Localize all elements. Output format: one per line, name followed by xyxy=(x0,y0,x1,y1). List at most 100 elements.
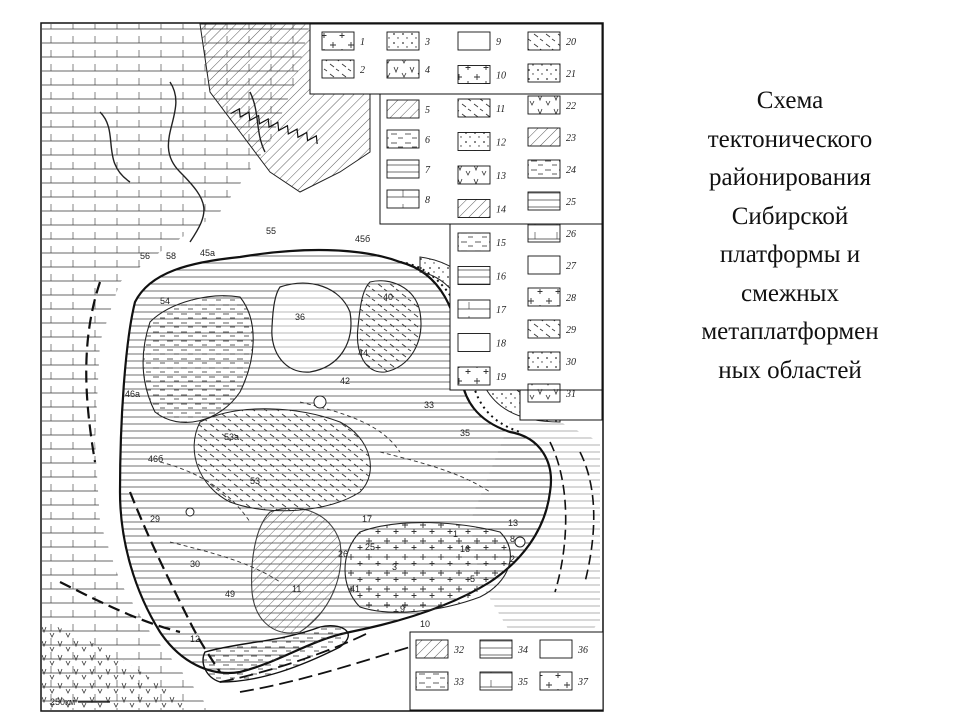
central-depression xyxy=(193,408,371,512)
region-number: 9 xyxy=(400,604,405,614)
legend-number: 4 xyxy=(425,65,430,76)
legend-swatch xyxy=(457,266,491,285)
caption: Схема тектонического районирования Сибир… xyxy=(655,82,925,390)
legend-swatch xyxy=(527,31,561,51)
region-number: 16 xyxy=(460,544,470,554)
vilyuy-syneclise xyxy=(356,280,422,373)
legend-swatch xyxy=(527,127,561,147)
legend-number: 34 xyxy=(517,645,528,656)
legend-number: 5 xyxy=(425,105,430,116)
legend-number: 13 xyxy=(496,171,506,182)
marker-circle xyxy=(514,536,526,548)
legend-number: 29 xyxy=(566,325,576,336)
caption-line: смежных xyxy=(741,279,839,307)
legend-swatch xyxy=(527,319,561,339)
region-number: 5 xyxy=(470,574,475,584)
legend-swatch xyxy=(457,199,491,218)
legend-number: 9 xyxy=(496,37,501,48)
legend-swatch xyxy=(527,191,561,211)
legend-number: 20 xyxy=(566,37,576,48)
contour-lines xyxy=(159,401,491,583)
legend-swatch xyxy=(539,639,573,659)
region-number: 55 xyxy=(266,226,276,236)
region-number: 12 xyxy=(190,634,200,644)
region-labels: 55 56 58 45а 45б 54 36 40 44 42 46а 46б … xyxy=(125,226,518,644)
region-number: 26 xyxy=(338,549,348,559)
legend-number: 27 xyxy=(566,261,577,272)
western-fault-lines xyxy=(59,281,221,673)
legend-number: 32 xyxy=(453,645,464,656)
baikal-fold-zone xyxy=(202,625,349,683)
region-number: 17 xyxy=(362,514,372,524)
region-number: 40 xyxy=(383,292,393,302)
legend-number: 6 xyxy=(425,135,430,146)
legend-swatch xyxy=(457,366,491,386)
legend-swatch xyxy=(479,639,513,659)
scale-bar: 250км xyxy=(50,697,110,707)
tunguska-syneclise xyxy=(142,295,254,423)
legend-number: 10 xyxy=(496,71,506,82)
legend-swatch xyxy=(457,31,491,51)
region-number: 36 xyxy=(295,312,305,322)
southern-uplift xyxy=(251,507,342,634)
legend-number: 18 xyxy=(496,339,506,350)
region-number: 3 xyxy=(392,562,397,572)
legend-number: 17 xyxy=(496,305,507,316)
legend-swatch xyxy=(386,129,420,149)
legend-number: 3 xyxy=(424,37,430,48)
caption-line: тектонического xyxy=(707,125,873,153)
region-number: 25 xyxy=(365,542,375,552)
legend-swatch xyxy=(457,165,491,185)
legend-number: 33 xyxy=(453,677,464,688)
legend-number: 15 xyxy=(496,238,506,249)
region-number: 2 xyxy=(510,554,515,564)
region-number: 10 xyxy=(420,619,430,629)
region-number: 54 xyxy=(160,296,170,306)
legend-swatch xyxy=(457,98,491,118)
legend-swatch xyxy=(321,31,355,51)
legend-swatch xyxy=(527,255,561,275)
region-number: 44 xyxy=(358,348,368,358)
legend-number: 8 xyxy=(425,195,430,206)
legend-number: 35 xyxy=(517,677,528,688)
region-number: 46б xyxy=(148,454,163,464)
river-lines xyxy=(99,81,266,243)
legend-swatch xyxy=(457,299,491,319)
legend-swatch xyxy=(527,63,561,83)
region-number: 56 xyxy=(140,251,150,261)
southwestern-fold-belt xyxy=(42,622,190,710)
eastern-fault-lines xyxy=(549,441,595,593)
legend-swatch xyxy=(457,333,491,352)
legend-number: 12 xyxy=(496,138,506,149)
scale-label: 250км xyxy=(50,697,75,707)
legend-swatch xyxy=(527,383,561,403)
region-number: 45б xyxy=(355,234,370,244)
region-number: 11 xyxy=(292,584,301,594)
legend-number: 1 xyxy=(360,37,365,48)
tectonic-map: 55 56 58 45а 45б 54 36 40 44 42 46а 46б … xyxy=(40,22,604,712)
caption-line: Сибирской xyxy=(731,202,849,230)
region-number: 42 xyxy=(340,376,350,386)
caption-line: метаплатформен xyxy=(701,318,879,345)
legend-number: 24 xyxy=(566,165,576,176)
legend-swatches: 1234567891011121314151617181920212223242… xyxy=(321,31,589,691)
legend-number: 7 xyxy=(425,165,431,176)
legend-swatch xyxy=(457,132,491,151)
legend-number: 21 xyxy=(566,69,576,80)
legend-swatch xyxy=(457,65,491,84)
legend-swatch xyxy=(386,99,420,119)
aldan-shield xyxy=(344,521,511,613)
region-number: 49 xyxy=(225,589,235,599)
caption-line: платформы и xyxy=(719,241,861,268)
legend-number: 23 xyxy=(566,133,576,144)
northern-saw-boundary xyxy=(230,107,318,145)
western-cover-zone xyxy=(42,24,310,710)
region-number: 58 xyxy=(166,251,176,261)
region-number: 41 xyxy=(350,584,360,594)
legend-swatch xyxy=(386,31,420,51)
region-number: 13 xyxy=(508,518,518,528)
anabar-shield-fill xyxy=(271,283,351,373)
legend-swatch xyxy=(527,95,561,115)
legend-swatch xyxy=(386,59,420,79)
legend-swatch xyxy=(457,232,491,252)
